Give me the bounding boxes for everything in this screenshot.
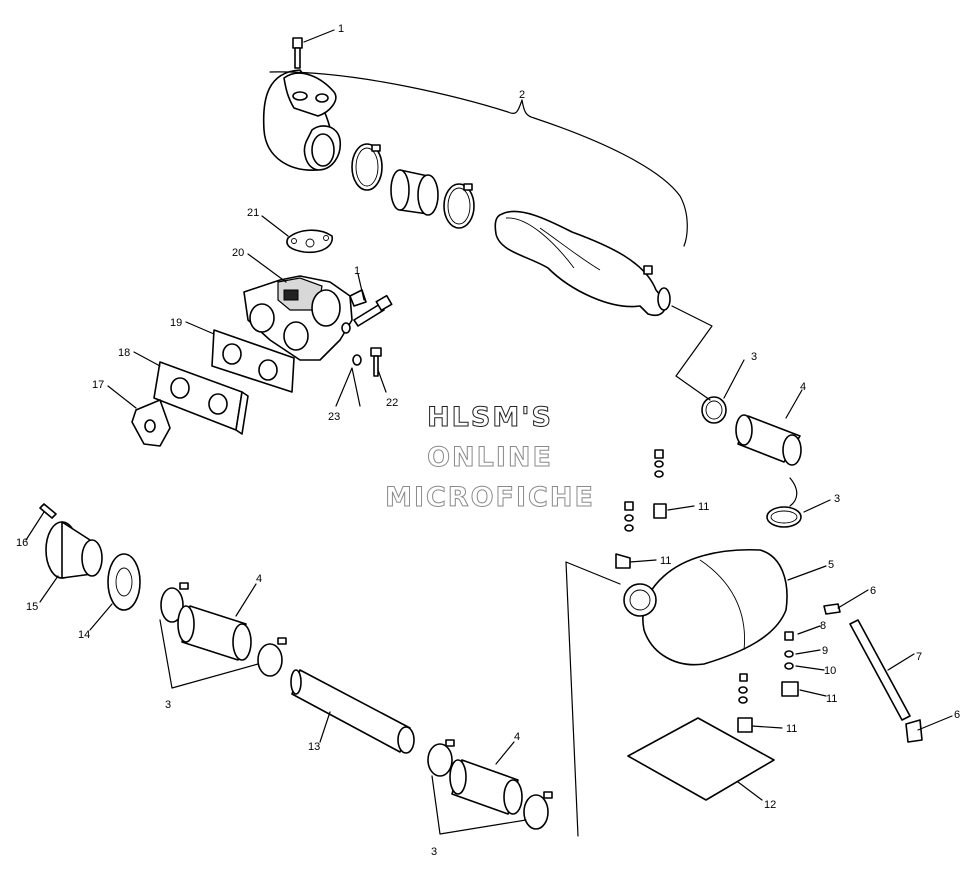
callout-6-b: 6: [954, 709, 960, 721]
clamp-bottom-1: [427, 739, 455, 777]
callout-labels: 1 2 21 20 1 19 18 17 23 22 3 4 3 11 11 5…: [16, 23, 960, 858]
callout-2: 2: [519, 89, 525, 101]
callout-6-a: 6: [870, 585, 876, 597]
clamp-lower-1: [160, 582, 189, 623]
strap-7: [823, 603, 923, 743]
hardware-stack-upper: [615, 449, 667, 569]
callout-23: 23: [328, 411, 340, 423]
callout-9: 9: [822, 645, 828, 657]
callout-19: 19: [170, 317, 182, 329]
hardware-stack-lower: [737, 631, 799, 733]
sensor-16: [39, 503, 57, 519]
clamp-right-2: [766, 506, 802, 528]
callout-17: 17: [92, 379, 104, 391]
flange-15: [45, 521, 103, 579]
watermark-line-3: MICROFICHE: [385, 482, 595, 514]
bolt-1-right: [353, 294, 393, 327]
callout-15: 15: [26, 601, 38, 613]
callout-4-bottom: 4: [514, 731, 520, 743]
hose-bottom-4: [449, 759, 523, 815]
callout-21: 21: [247, 207, 259, 219]
clamp-bottom-2: [523, 791, 553, 830]
callout-10: 10: [824, 665, 836, 677]
bolt-top: [292, 37, 303, 69]
clamp-lower-2: [257, 637, 287, 677]
watermark-line-1: HLSM'S: [427, 402, 553, 434]
callout-3-right-lower: 3: [834, 493, 840, 505]
callout-7: 7: [916, 651, 922, 663]
plate-18: [153, 361, 249, 435]
exhaust-elbow: [262, 69, 342, 171]
callout-22: 22: [386, 397, 398, 409]
callout-3-right-top: 3: [751, 351, 757, 363]
gasket-17: [131, 399, 171, 447]
hose-right-4: [735, 414, 802, 466]
pipe-13: [290, 669, 415, 754]
coupler-top: [390, 169, 439, 216]
callout-11-b: 11: [660, 555, 671, 567]
hose-lower-4: [177, 605, 252, 661]
callout-12: 12: [764, 799, 776, 811]
gasket-19: [211, 329, 295, 393]
callout-1-right: 1: [354, 265, 360, 277]
callout-18: 18: [118, 347, 130, 359]
washers-23: [341, 322, 362, 366]
callout-8: 8: [820, 620, 826, 632]
gasket-21: [286, 229, 333, 254]
callout-14: 14: [78, 629, 90, 641]
expansion-chamber: [494, 210, 671, 316]
callout-20: 20: [232, 247, 244, 259]
callout-3-left: 3: [165, 699, 171, 711]
callout-11-d: 11: [786, 723, 797, 735]
callout-3-bottom: 3: [431, 846, 437, 858]
clamp-top-1: [351, 143, 383, 191]
watermark-line-2: ONLINE: [427, 442, 553, 474]
gasket-14: [107, 553, 141, 611]
bolt-22: [370, 347, 382, 377]
muffler-5: [623, 548, 788, 666]
leader-lines: [25, 29, 953, 837]
clamp-top-2: [443, 183, 475, 229]
callout-13: 13: [308, 741, 320, 753]
callout-1-top: 1: [338, 23, 344, 35]
watermark: HLSM'S ONLINE MICROFICHE: [340, 398, 640, 518]
callout-11-a: 11: [698, 501, 709, 513]
callout-16: 16: [16, 537, 28, 549]
clamp-right-1: [701, 396, 727, 424]
pad-12: [627, 717, 775, 801]
callout-5: 5: [828, 559, 834, 571]
callout-4-left: 4: [256, 573, 262, 585]
exhaust-manifold-20: [243, 275, 367, 361]
callout-11-c: 11: [826, 693, 837, 705]
callout-4-right: 4: [800, 381, 806, 393]
